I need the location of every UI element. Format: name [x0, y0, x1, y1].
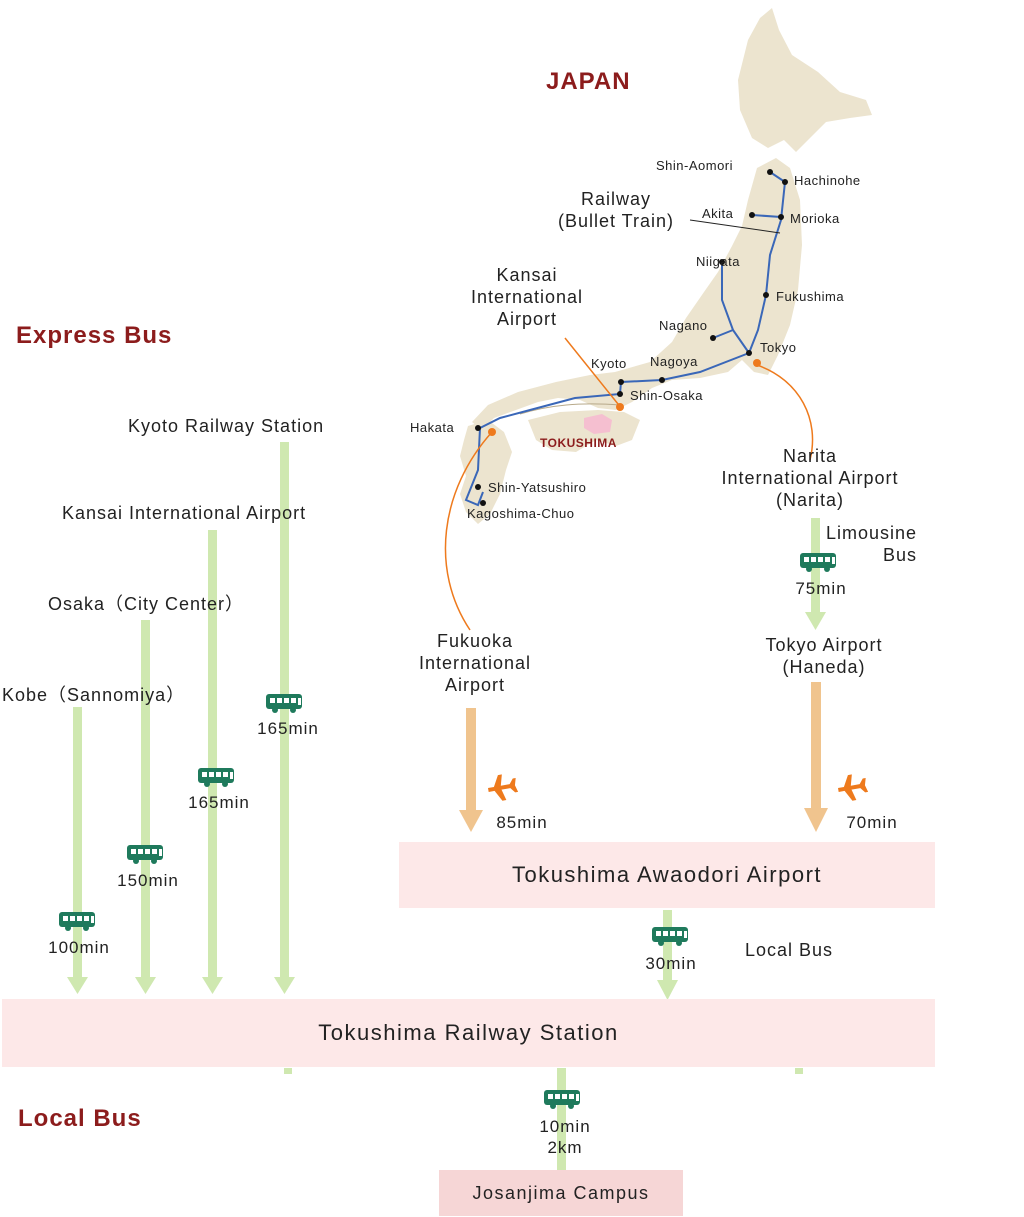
- origin-kobe: Kobe（Sannomiya）: [2, 685, 186, 705]
- time-airport-bus: 30min: [645, 954, 697, 973]
- station-akita: Akita: [702, 206, 734, 221]
- station-kyoto: Kyoto: [591, 356, 627, 371]
- japan-map: [460, 8, 872, 524]
- station-hachinohe: Hachinohe: [794, 173, 861, 188]
- station-nagano: Nagano: [659, 318, 708, 333]
- flight-arrows: [459, 682, 828, 832]
- railway-label: Railway(Bullet Train): [557, 189, 675, 231]
- airplane-icon: [836, 772, 870, 803]
- time-kansai: 165min: [188, 793, 250, 812]
- station-morioka: Morioka: [790, 211, 840, 226]
- map-title: JAPAN: [546, 68, 631, 95]
- station-kagoshima-chuo: Kagoshima-Chuo: [467, 506, 575, 521]
- time-osaka: 150min: [117, 871, 179, 890]
- origin-kyoto-station: Kyoto Railway Station: [128, 416, 325, 436]
- tokushima-map-label: TOKUSHIMA: [540, 436, 617, 450]
- airplane-icon: [486, 772, 520, 803]
- josanjima-campus-box: Josanjima Campus: [439, 1170, 683, 1216]
- shinkansen-lines: [464, 171, 787, 507]
- limousine-time: 75min: [795, 579, 847, 598]
- station-nagoya: Nagoya: [650, 354, 698, 369]
- express-bus-arrows: [67, 442, 826, 1170]
- local-bus-label: Local Bus: [745, 940, 834, 960]
- time-haneda-flight: 70min: [846, 813, 898, 832]
- express-bus-heading: Express Bus: [16, 322, 173, 349]
- station-shin-osaka: Shin-Osaka: [630, 388, 703, 403]
- time-kobe: 100min: [48, 938, 110, 957]
- railway-pointer-line: [689, 219, 781, 234]
- haneda-label: Tokyo Airport(Haneda): [765, 635, 883, 677]
- tokushima-station-box: Tokushima Railway Station: [2, 999, 935, 1067]
- station-shin-yatsushiro: Shin-Yatsushiro: [488, 480, 587, 495]
- station-shin-aomori: Shin-Aomori: [656, 158, 734, 173]
- time-kyoto: 165min: [257, 719, 319, 738]
- station-tokyo: Tokyo: [760, 340, 797, 355]
- station-hakata: Hakata: [410, 420, 455, 435]
- station-niigata: Niigata: [696, 254, 740, 269]
- tokushima-airport-box: Tokushima Awaodori Airport: [399, 842, 935, 908]
- local-bus-heading: Local Bus: [18, 1105, 142, 1132]
- origin-osaka: Osaka（City Center）: [48, 594, 245, 614]
- time-fukuoka-flight: 85min: [496, 813, 548, 832]
- station-fukushima: Fukushima: [776, 289, 845, 304]
- origin-kansai-airport: Kansai International Airport: [62, 503, 307, 523]
- station-dots: [475, 169, 788, 506]
- airport-markers: [444, 337, 814, 631]
